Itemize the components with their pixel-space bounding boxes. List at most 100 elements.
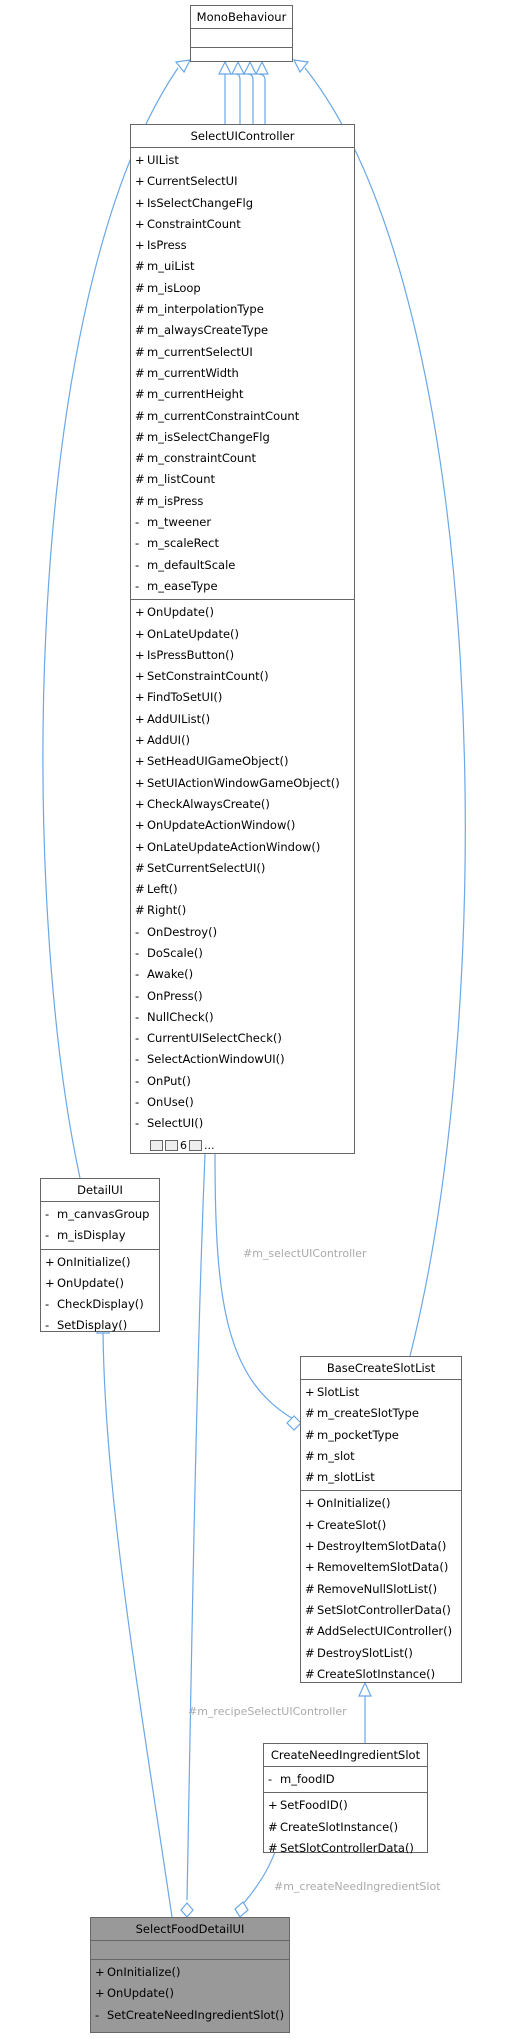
attribute-row[interactable]: -m_easeType bbox=[131, 576, 354, 597]
class-select-ui-controller[interactable]: SelectUIController +UIList+CurrentSelect… bbox=[130, 124, 355, 1154]
class-select-food-detail-ui[interactable]: SelectFoodDetailUI +OnInitialize()+OnUpd… bbox=[90, 1917, 290, 2033]
attribute-name: m_listCount bbox=[147, 472, 215, 487]
attribute-row[interactable]: +IsSelectChangeFlg bbox=[131, 193, 354, 214]
attribute-row[interactable]: -m_foodID bbox=[264, 1769, 427, 1790]
method-row[interactable]: -DoScale() bbox=[131, 943, 354, 964]
attribute-name: m_currentWidth bbox=[147, 365, 239, 380]
attribute-row[interactable]: #m_interpolationType bbox=[131, 299, 354, 320]
attribute-row[interactable]: #m_isLoop bbox=[131, 278, 354, 299]
attribute-row[interactable]: #m_currentSelectUI bbox=[131, 342, 354, 363]
method-row[interactable]: #SetCurrentSelectUI() bbox=[131, 858, 354, 879]
method-name: CreateSlotInstance() bbox=[280, 1819, 399, 1834]
attribute-row[interactable]: -m_defaultScale bbox=[131, 555, 354, 576]
method-row[interactable]: +OnUpdate() bbox=[91, 1983, 289, 2004]
class-title: CreateNeedIngredientSlot bbox=[264, 1744, 427, 1767]
attribute-row[interactable]: #m_slot bbox=[301, 1446, 461, 1467]
attribute-row[interactable]: #m_pocketType bbox=[301, 1425, 461, 1446]
method-row[interactable]: -CheckDisplay() bbox=[41, 1294, 159, 1315]
method-row[interactable]: +OnInitialize() bbox=[91, 1962, 289, 1983]
method-row[interactable]: #SetSlotControllerData() bbox=[301, 1600, 461, 1621]
attribute-row[interactable]: #m_currentHeight bbox=[131, 384, 354, 405]
more-members-indicator[interactable]: 6 ... bbox=[131, 1135, 354, 1158]
method-row[interactable]: -Awake() bbox=[131, 964, 354, 985]
method-row[interactable]: +OnLateUpdateActionWindow() bbox=[131, 837, 354, 858]
class-create-need-ingredient-slot[interactable]: CreateNeedIngredientSlot -m_foodID +SetF… bbox=[263, 1743, 428, 1855]
method-row[interactable]: -SetCreateNeedIngredientSlot() bbox=[91, 2005, 289, 2026]
visibility-marker: # bbox=[305, 1448, 315, 1463]
class-monobehaviour[interactable]: MonoBehaviour bbox=[190, 5, 293, 62]
method-name: SelectActionWindowUI() bbox=[147, 1052, 285, 1067]
method-row[interactable]: -OnUse() bbox=[131, 1092, 354, 1113]
class-base-create-slot-list[interactable]: BaseCreateSlotList +SlotList#m_createSlo… bbox=[300, 1356, 462, 1683]
attribute-row[interactable]: -m_isDisplay bbox=[41, 1225, 159, 1246]
method-row[interactable]: -OnDestroy() bbox=[131, 922, 354, 943]
method-row[interactable]: -OnPress() bbox=[131, 986, 354, 1007]
attribute-row[interactable]: #m_slotList bbox=[301, 1467, 461, 1488]
method-row[interactable]: +IsPressButton() bbox=[131, 645, 354, 666]
attribute-name: m_tweener bbox=[147, 515, 212, 530]
visibility-marker: + bbox=[268, 1798, 278, 1813]
method-row[interactable]: +AddUIList() bbox=[131, 709, 354, 730]
visibility-marker: - bbox=[135, 1116, 140, 1131]
attribute-row[interactable]: +SlotList bbox=[301, 1382, 461, 1403]
method-row[interactable]: +SetConstraintCount() bbox=[131, 666, 354, 687]
attribute-row[interactable]: #m_listCount bbox=[131, 469, 354, 490]
attribute-row[interactable]: -m_canvasGroup bbox=[41, 1204, 159, 1225]
attribute-name: m_interpolationType bbox=[147, 302, 264, 317]
method-row[interactable]: +CheckAlwaysCreate() bbox=[131, 794, 354, 815]
method-row[interactable]: #Left() bbox=[131, 879, 354, 900]
edge-label-recipe-select-ui-controller: #m_recipeSelectUIController bbox=[188, 1705, 347, 1718]
method-row[interactable]: +CreateSlot() bbox=[301, 1515, 461, 1536]
method-row[interactable]: -CurrentUISelectCheck() bbox=[131, 1028, 354, 1049]
visibility-marker: + bbox=[135, 238, 145, 253]
method-name: RemoveItemSlotData() bbox=[317, 1560, 449, 1575]
inheritance-arrowhead bbox=[243, 60, 257, 75]
attribute-row[interactable]: #m_isSelectChangeFlg bbox=[131, 427, 354, 448]
attribute-row[interactable]: +IsPress bbox=[131, 235, 354, 256]
attribute-row[interactable]: -m_scaleRect bbox=[131, 533, 354, 554]
method-row[interactable]: +OnUpdateActionWindow() bbox=[131, 815, 354, 836]
attribute-row[interactable]: #m_currentConstraintCount bbox=[131, 406, 354, 427]
method-row[interactable]: #CreateSlotInstance() bbox=[264, 1817, 427, 1838]
attribute-row[interactable]: #m_currentWidth bbox=[131, 363, 354, 384]
method-row[interactable]: #Right() bbox=[131, 900, 354, 921]
attribute-row[interactable]: #m_alwaysCreateType bbox=[131, 320, 354, 341]
method-row[interactable]: +OnUpdate() bbox=[131, 602, 354, 623]
method-name: OnUse() bbox=[147, 1095, 194, 1110]
method-row[interactable]: +OnInitialize() bbox=[41, 1252, 159, 1273]
aggregation-diamond bbox=[180, 1902, 194, 1918]
attribute-row[interactable]: #m_isPress bbox=[131, 491, 354, 512]
method-row[interactable]: #AddSelectUIController() bbox=[301, 1621, 461, 1642]
method-row[interactable]: -NullCheck() bbox=[131, 1007, 354, 1028]
attribute-row[interactable]: +ConstraintCount bbox=[131, 214, 354, 235]
method-row[interactable]: #CreateSlotInstance() bbox=[301, 1664, 461, 1685]
inheritance-edge-selectui-mono bbox=[247, 73, 254, 124]
attribute-name: m_scaleRect bbox=[147, 536, 219, 551]
attribute-row[interactable]: #m_createSlotType bbox=[301, 1403, 461, 1424]
method-row[interactable]: +OnInitialize() bbox=[301, 1493, 461, 1514]
method-row[interactable]: +FindToSetUI() bbox=[131, 687, 354, 708]
class-detail-ui[interactable]: DetailUI -m_canvasGroup-m_isDisplay +OnI… bbox=[40, 1178, 160, 1332]
visibility-marker: - bbox=[135, 515, 140, 530]
method-row[interactable]: #SetSlotControllerData() bbox=[264, 1838, 427, 1859]
method-row[interactable]: -SetDisplay() bbox=[41, 1315, 159, 1336]
method-row[interactable]: +SetFoodID() bbox=[264, 1795, 427, 1816]
attributes-section: -m_foodID bbox=[264, 1767, 427, 1794]
method-row[interactable]: #RemoveNullSlotList() bbox=[301, 1579, 461, 1600]
attribute-row[interactable]: #m_uiList bbox=[131, 256, 354, 277]
attribute-row[interactable]: +UIList bbox=[131, 150, 354, 171]
method-row[interactable]: +SetHeadUIGameObject() bbox=[131, 751, 354, 772]
attribute-row[interactable]: -m_tweener bbox=[131, 512, 354, 533]
method-row[interactable]: #DestroySlotList() bbox=[301, 1643, 461, 1664]
method-row[interactable]: +DestroyItemSlotData() bbox=[301, 1536, 461, 1557]
method-row[interactable]: -SelectUI() bbox=[131, 1113, 354, 1134]
method-row[interactable]: +AddUI() bbox=[131, 730, 354, 751]
method-row[interactable]: +RemoveItemSlotData() bbox=[301, 1557, 461, 1578]
method-row[interactable]: +OnUpdate() bbox=[41, 1273, 159, 1294]
method-row[interactable]: -SelectActionWindowUI() bbox=[131, 1049, 354, 1070]
attribute-row[interactable]: +CurrentSelectUI bbox=[131, 171, 354, 192]
method-row[interactable]: -OnPut() bbox=[131, 1071, 354, 1092]
method-row[interactable]: +SetUIActionWindowGameObject() bbox=[131, 773, 354, 794]
attribute-row[interactable]: #m_constraintCount bbox=[131, 448, 354, 469]
method-row[interactable]: +OnLateUpdate() bbox=[131, 624, 354, 645]
